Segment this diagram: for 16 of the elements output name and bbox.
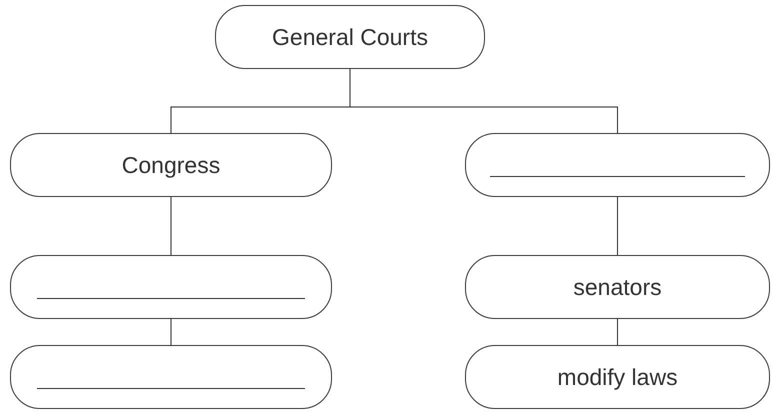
box-label: General Courts	[272, 22, 428, 52]
connector-line	[170, 196, 172, 256]
box-label: senators	[573, 272, 662, 302]
box-label: Congress	[122, 150, 220, 180]
blank-box	[10, 345, 332, 409]
rounded-box	[465, 255, 770, 319]
connector-line	[170, 318, 172, 346]
blank-box	[10, 255, 332, 319]
connector-line	[350, 68, 618, 134]
rounded-box	[215, 5, 485, 69]
box-label: modify laws	[557, 362, 678, 392]
blank-box	[465, 133, 770, 197]
connector-line	[617, 318, 618, 346]
connector-line	[617, 196, 618, 256]
rounded-box	[10, 133, 332, 197]
rounded-box	[465, 345, 770, 409]
